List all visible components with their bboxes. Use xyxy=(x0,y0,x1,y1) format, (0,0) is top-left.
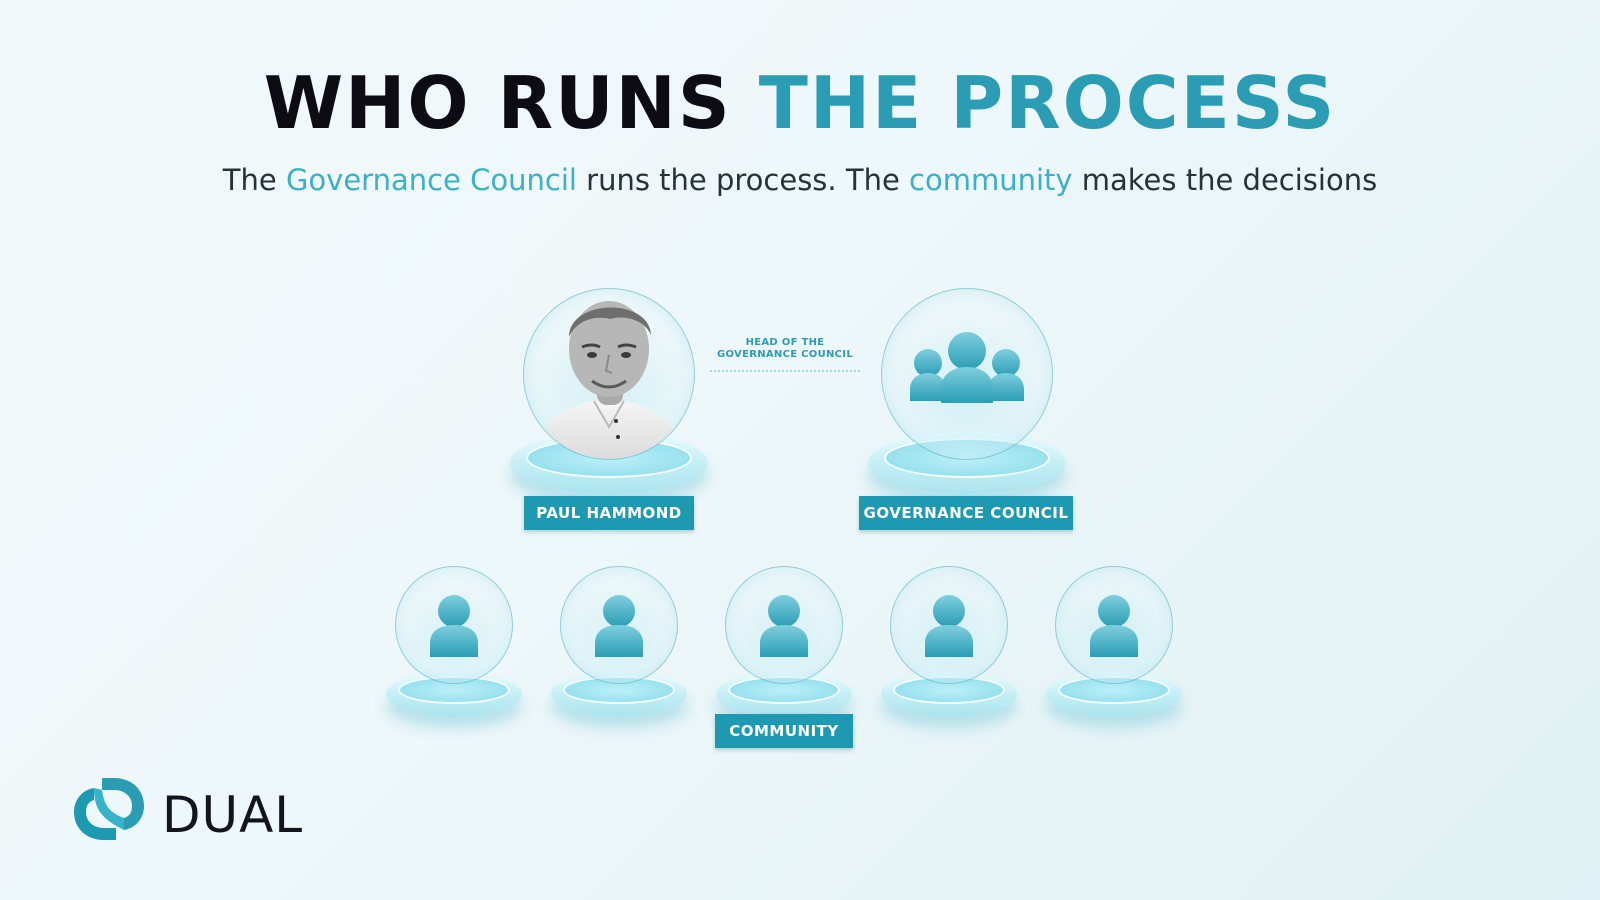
user-icon xyxy=(1090,595,1138,657)
user-icon xyxy=(595,595,643,657)
connector-line xyxy=(710,370,860,372)
community-orb xyxy=(890,566,1008,684)
group-icon xyxy=(910,332,1024,403)
dual-logo-text: DUAL xyxy=(162,786,304,844)
community-orb xyxy=(560,566,678,684)
head-note-line-2: GOVERNANCE COUNCIL xyxy=(716,349,853,360)
dual-logo-icon xyxy=(74,778,144,840)
council-orb xyxy=(881,288,1053,460)
subtitle-highlight-community: community xyxy=(909,163,1073,197)
subtitle-text-2: runs the process. The xyxy=(576,163,910,197)
head-note-line-1: HEAD OF THE xyxy=(745,337,825,348)
user-icon xyxy=(430,595,478,657)
label-governance-council: GOVERNANCE COUNCIL xyxy=(859,496,1073,530)
label-community: COMMUNITY xyxy=(715,714,853,748)
subtitle-text-3: makes the decisions xyxy=(1072,163,1378,197)
person-portrait-icon xyxy=(534,301,684,459)
user-icon xyxy=(760,595,808,657)
subtitle-text-1: The xyxy=(222,163,286,197)
page-subtitle: The Governance Council runs the process.… xyxy=(0,158,1600,202)
page-title: WHO RUNS THE PROCESS xyxy=(0,58,1600,148)
title-part-2: THE PROCESS xyxy=(758,61,1337,145)
community-orb xyxy=(395,566,513,684)
title-part-1: WHO RUNS xyxy=(263,61,759,145)
head-orb xyxy=(523,288,695,460)
user-icon xyxy=(925,595,973,657)
subtitle-highlight-council: Governance Council xyxy=(285,163,577,197)
label-paul-hammond: PAUL HAMMOND xyxy=(524,496,694,530)
community-orb xyxy=(725,566,843,684)
community-orb xyxy=(1055,566,1173,684)
head-of-council-note: HEAD OF THE GOVERNANCE COUNCIL xyxy=(710,337,860,361)
